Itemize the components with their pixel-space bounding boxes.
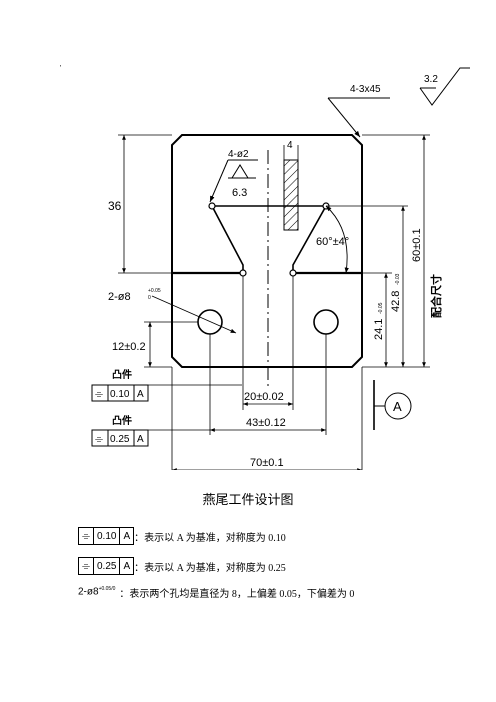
height-24-tol: -0.05 [378, 302, 384, 314]
dovetail-groove [210, 205, 328, 273]
chamfer-note: 4-3x45 [350, 84, 381, 95]
height-24-text: 24.1 [373, 319, 385, 340]
fcf2-datum: A [137, 434, 144, 445]
height-42-text: 42.8 [390, 291, 402, 312]
legend-hole-note: 2-ø8+0.05/0 [78, 586, 116, 598]
dovetail-drawing: ' 4 4-3x45 3.2 4-ø2 6.3 36 60°±4° 60±0.1 [60, 65, 470, 470]
height-left-text: 36 [108, 199, 122, 213]
roughness-symbol-slot [231, 164, 249, 179]
dim-43-text: 43±0.12 [246, 417, 286, 429]
legend-fcf2-symbol: ⌯ [79, 558, 94, 574]
hole-tol-lower: 0 [148, 295, 151, 301]
legend-row-3: 2-ø8+0.05/0 ：表示两个孔均是直径为 8，上偏差 0.05，下偏差为 … [78, 582, 354, 602]
fcf-symmetry-2: ⌯ 0.25 A [91, 429, 149, 447]
roughness-slot: 6.3 [232, 187, 247, 199]
drawing-caption: 燕尾工件设计图 [202, 492, 294, 507]
fcf2-symbol: ⌯ [95, 434, 103, 445]
datum-a-symbol [384, 392, 412, 420]
fit-size-label: 配合尺寸 [429, 274, 443, 318]
slot-width-text: 4 [287, 140, 293, 151]
fcf-symmetry-1: ⌯ 0.10 A [91, 384, 149, 402]
angle-arc [325, 205, 349, 274]
hatched-slot [283, 159, 299, 231]
convex-label-1: 凸件 [112, 368, 132, 381]
fcf1-value: 0.10 [110, 389, 130, 400]
roughness-overall: 3.2 [424, 74, 438, 85]
height-42-tol: -0.03 [395, 273, 401, 285]
dim-20-text: 20±0.02 [244, 391, 284, 403]
legend-text-3: ：表示两个孔均是直径为 8，上偏差 0.05，下偏差为 0 [119, 588, 355, 600]
legend-fcf-1: ⌯ 0.10 A [78, 527, 135, 545]
pin-hole-bottom-right [289, 269, 297, 277]
legend-fcf-2: ⌯ 0.25 A [78, 557, 135, 575]
datum-label: A [393, 399, 402, 414]
legend-fcf2-datum: A [123, 560, 131, 572]
legend-row-2: ⌯ 0.25 A ：表示以 A 为基准，对称度为 0.25 [78, 556, 286, 576]
hole-tol-upper: +0.05 [148, 288, 161, 294]
pin-note: 4-ø2 [228, 149, 249, 160]
hole-height-text: 12±0.2 [112, 341, 146, 353]
hole-note: 2-ø8 [108, 291, 131, 303]
angle-text: 60°±4° [316, 236, 349, 248]
roughness-symbol-overall [419, 67, 470, 106]
pin-hole-top-left [208, 202, 216, 210]
fcf1-datum: A [137, 389, 144, 400]
legend-fcf1-symbol: ⌯ [79, 528, 94, 544]
height-total-text: 60±0.1 [411, 228, 423, 262]
convex-label-2: 凸件 [112, 414, 132, 427]
legend-text-1: ：表示以 A 为基准，对称度为 0.10 [134, 532, 286, 544]
stray-mark: ' [60, 65, 61, 72]
fcf2-value: 0.25 [110, 434, 130, 445]
legend-fcf2-value: 0.25 [94, 558, 121, 574]
part-outline [171, 134, 363, 368]
legend-fcf1-datum: A [123, 530, 131, 542]
fcf1-symbol: ⌯ [95, 389, 103, 400]
legend-text-2: ：表示以 A 为基准，对称度为 0.25 [134, 562, 286, 574]
legend-fcf1-value: 0.10 [94, 528, 121, 544]
legend-row-1: ⌯ 0.10 A ：表示以 A 为基准，对称度为 0.10 [78, 526, 286, 546]
dim-70-text: 70±0.1 [250, 457, 284, 469]
hole-right [313, 309, 339, 335]
pin-hole-bottom-left [239, 269, 247, 277]
